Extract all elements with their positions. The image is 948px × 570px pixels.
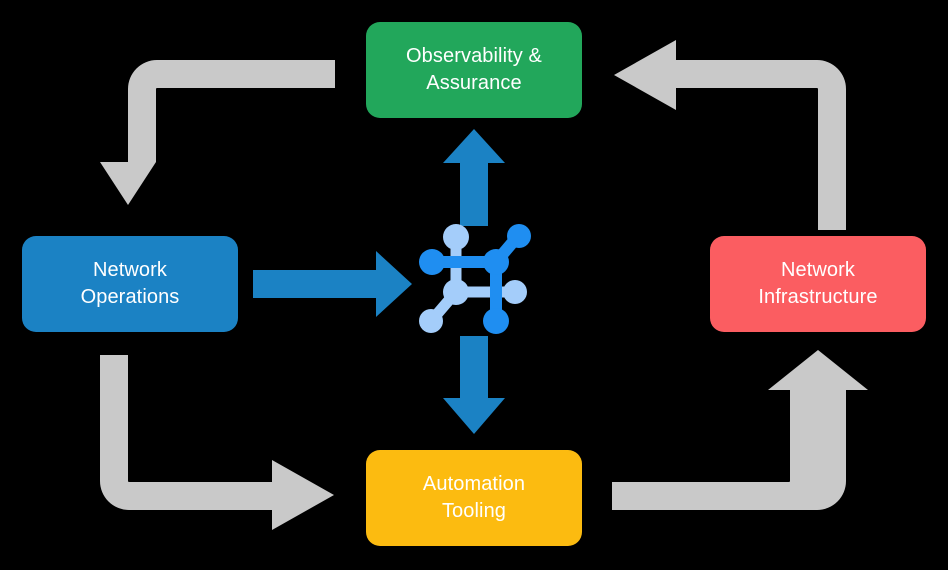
node-label-line2: Assurance bbox=[426, 72, 522, 94]
node-label-line1: Network bbox=[92, 259, 168, 281]
arrow-observability-to-operations bbox=[100, 60, 335, 205]
node-label-line1: Automation bbox=[422, 473, 526, 495]
node-label-line2: Operations bbox=[80, 286, 180, 308]
arrow-operations-to-automation bbox=[100, 355, 334, 530]
arrow-infrastructure-to-observability bbox=[614, 40, 846, 230]
arrow-operations-to-center bbox=[253, 251, 412, 317]
node-label-infrastructure: Network Infrastructure bbox=[758, 257, 877, 311]
network-mesh-icon bbox=[419, 224, 531, 334]
arrow-center-to-observability bbox=[443, 129, 505, 226]
node-label-line1: Network bbox=[780, 259, 856, 281]
arrow-center-to-automation bbox=[443, 336, 505, 434]
node-label-automation: Automation Tooling bbox=[423, 471, 525, 525]
node-label-observability: Observability & Assurance bbox=[406, 43, 542, 97]
arrow-automation-to-infrastructure bbox=[612, 350, 868, 510]
node-box-infrastructure[interactable]: Network Infrastructure bbox=[710, 236, 926, 332]
node-label-line1: Observability & bbox=[406, 45, 542, 67]
node-label-line2: Tooling bbox=[441, 500, 507, 522]
node-box-automation[interactable]: Automation Tooling bbox=[366, 450, 582, 546]
node-label-operations: Network Operations bbox=[81, 257, 180, 311]
node-label-line2: Infrastructure bbox=[758, 286, 878, 308]
mesh-nodes-dark bbox=[419, 224, 531, 334]
mesh-nodes-light bbox=[419, 224, 527, 333]
node-box-observability[interactable]: Observability & Assurance bbox=[366, 22, 582, 118]
node-box-operations[interactable]: Network Operations bbox=[22, 236, 238, 332]
